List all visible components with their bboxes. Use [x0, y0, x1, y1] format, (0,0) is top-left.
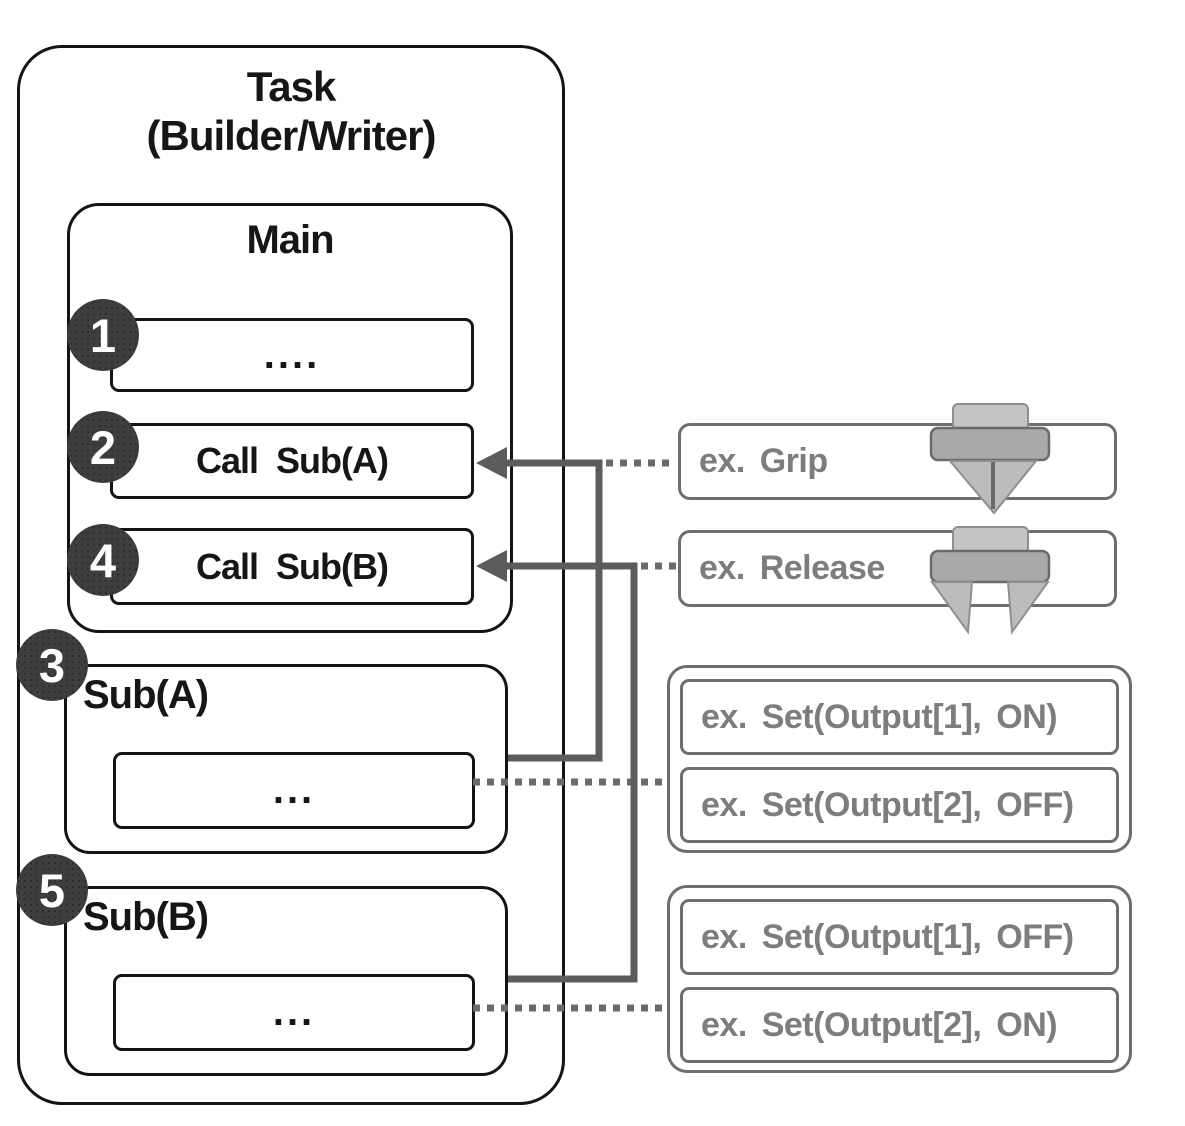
- sub-b-example-1-box: ex. Set(Output[1], OFF): [680, 899, 1119, 975]
- sub-b-title: Sub(B): [83, 895, 209, 939]
- release-label: ex. Release: [699, 549, 885, 587]
- step-number-badge-5: 5: [16, 854, 88, 926]
- step-number-badge-1: 1: [67, 299, 139, 371]
- task-title-line1: Task: [246, 63, 337, 110]
- main-step-call-sub-a-box: Call Sub(A): [110, 423, 474, 499]
- main-step-1-box: ....: [110, 318, 474, 392]
- sub-b-examples-group: ex. Set(Output[1], OFF) ex. Set(Output[2…: [667, 885, 1132, 1073]
- sub-b-example-2-label: ex. Set(Output[2], ON): [701, 1005, 1058, 1044]
- grip-label: ex. Grip: [699, 442, 828, 480]
- step-number-badge-3: 3: [16, 629, 88, 701]
- sub-a-title: Sub(A): [83, 673, 209, 717]
- grip-annotation-box: ex. Grip: [678, 423, 1117, 500]
- task-title: Task (Builder/Writer): [17, 62, 565, 160]
- sub-a-body-box: ...: [113, 752, 475, 829]
- task-title-line2: (Builder/Writer): [146, 112, 437, 160]
- sub-a-example-1-label: ex. Set(Output[1], ON): [701, 697, 1058, 736]
- sub-a-example-1-box: ex. Set(Output[1], ON): [680, 679, 1119, 755]
- sub-b-example-1-label: ex. Set(Output[1], OFF): [701, 917, 1074, 956]
- sub-a-examples-group: ex. Set(Output[1], ON) ex. Set(Output[2]…: [667, 665, 1132, 853]
- sub-a-box: Sub(A) ...: [64, 664, 508, 854]
- sub-a-example-2-box: ex. Set(Output[2], OFF): [680, 767, 1119, 843]
- main-title: Main: [246, 218, 334, 262]
- release-annotation-box: ex. Release: [678, 530, 1117, 607]
- step-number-badge-4: 4: [67, 524, 139, 596]
- sub-b-example-2-box: ex. Set(Output[2], ON): [680, 987, 1119, 1063]
- sub-b-body-box: ...: [113, 974, 475, 1051]
- step-number-badge-2: 2: [67, 411, 139, 483]
- sub-a-example-2-label: ex. Set(Output[2], OFF): [701, 785, 1074, 824]
- sub-b-box: Sub(B) ...: [64, 886, 508, 1076]
- main-step-call-sub-b-box: Call Sub(B): [110, 528, 474, 605]
